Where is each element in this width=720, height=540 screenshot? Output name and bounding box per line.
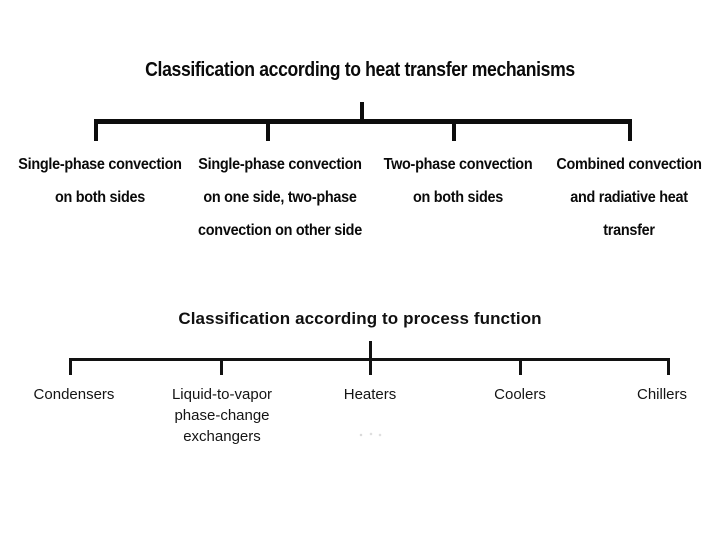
process-branch-label-3: Coolers: [494, 386, 546, 403]
mechanisms-branch-tick-0: [94, 122, 98, 141]
scan-artifact-speck: [358, 432, 384, 437]
mechanisms-bracket-bar: [94, 119, 632, 124]
process-bracket-bar: [69, 358, 670, 361]
process-branch-label-4: Chillers: [636, 386, 687, 403]
process-branch-tick-0: [69, 360, 72, 375]
process-branch-tick-2: [369, 360, 372, 375]
process-bracket-stem: [369, 341, 372, 359]
mechanisms-bracket-stem: [360, 102, 364, 120]
process-branch-tick-1: [220, 360, 223, 375]
process-branch-label-2: Heaters: [343, 386, 397, 403]
mechanisms-branch-tick-3: [628, 122, 632, 141]
heat-transfer-mechanisms-title: Classification according to heat transfe…: [145, 59, 575, 81]
process-branch-tick-4: [667, 360, 670, 375]
mechanisms-branch-tick-2: [452, 122, 456, 141]
process-branch-label-0: Condensers: [33, 386, 115, 403]
process-function-title: Classification according to process func…: [178, 309, 542, 328]
process-branch-tick-3: [519, 360, 522, 375]
mechanisms-branch-tick-1: [266, 122, 270, 141]
